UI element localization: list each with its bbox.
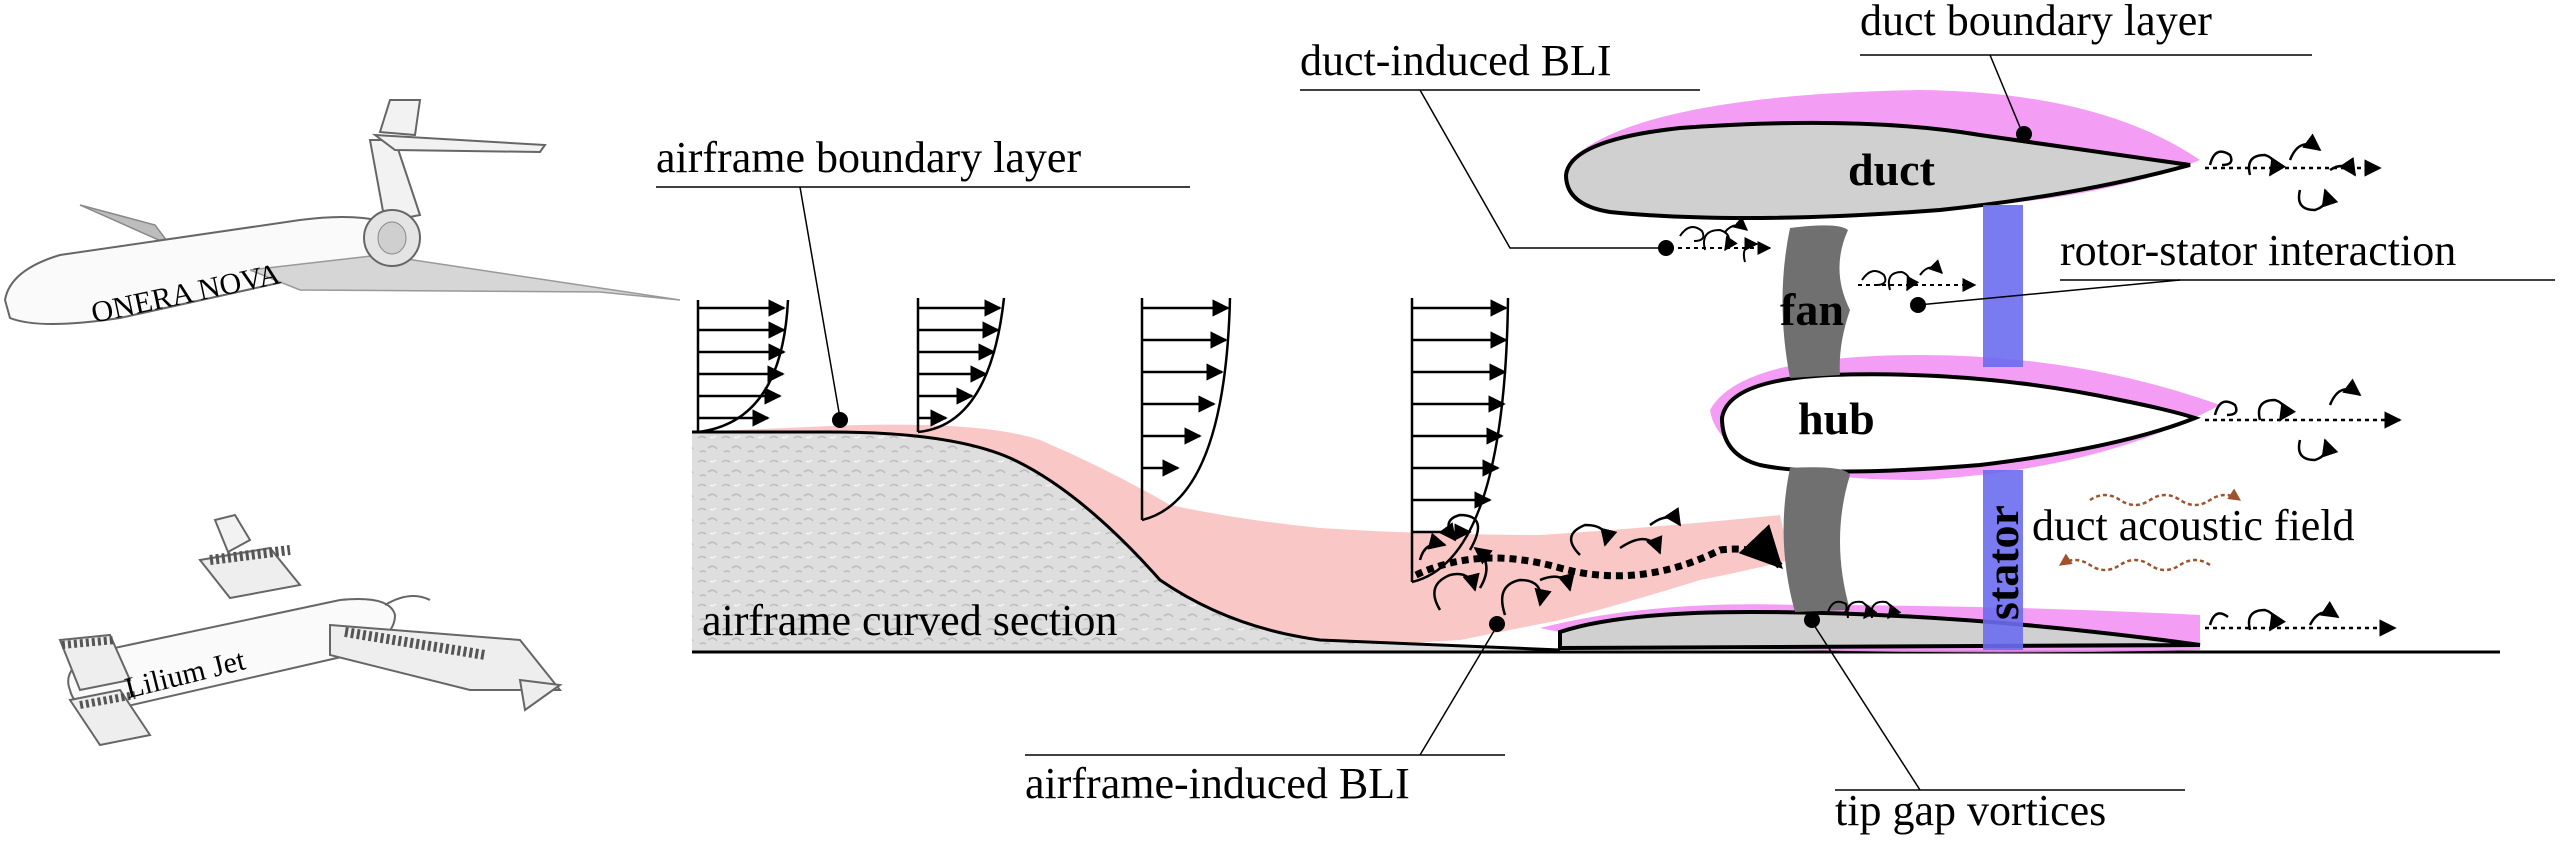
stator-vanes: stator [1977,205,2028,650]
lower-duct-airfoil [1558,609,2201,651]
hub-label: hub [1798,393,1875,444]
airframe-curved-section-label: airframe curved section [702,596,1117,645]
onera-nova-aircraft: ONERA NOVA [3,99,681,330]
airframe-boundary-layer-region [692,424,1790,650]
velocity-profile-4 [1410,297,1510,584]
duct-induced-bli-label: duct-induced BLI [1300,36,1612,85]
label-duct-induced-bli: duct-induced BLI [1300,36,1700,256]
duct-label: duct [1848,144,1936,195]
airframe-bli-main-flow-arrow [1414,524,1783,580]
wake-vortices [2205,133,2402,637]
label-duct-boundary-layer: duct boundary layer [1860,0,2312,142]
duct-acoustic-field-label: duct acoustic field [2032,501,2355,550]
airframe-boundary-layer-label: airframe boundary layer [656,133,1081,182]
tip-gap-vortices-label: tip gap vortices [1835,786,2106,835]
velocity-profile-1 [696,299,790,434]
label-duct-acoustic-field: duct acoustic field [2032,501,2355,550]
lilium-jet-aircraft: Lilium Jet [58,513,563,747]
hub-airfoil: hub [1719,372,2201,474]
airframe-induced-bli-label: airframe-induced BLI [1025,759,1410,808]
duct-airfoil: duct [1563,120,2191,221]
rotor-stator-wakes [1858,259,1977,292]
fan-blades: fan [1780,225,1850,612]
duct-acoustic-waves [2058,488,2242,572]
label-airframe-boundary-layer: airframe boundary layer [656,133,1190,428]
airframe-curved-section: airframe curved section [692,430,1561,652]
rotor-stator-interaction-label: rotor-stator interaction [2060,226,2456,275]
label-rotor-stator-interaction: rotor-stator interaction [1910,226,2555,313]
velocity-profile-3 [1140,297,1232,522]
label-airframe-induced-bli: airframe-induced BLI [1025,616,1505,808]
duct-induced-bli-vortices [1670,216,1772,263]
velocity-profile-2 [916,297,1006,434]
tip-gap-vortices [1827,600,1902,620]
duct-boundary-layer-label: duct boundary layer [1860,0,2212,45]
stator-label: stator [1977,505,2028,620]
label-tip-gap-vortices: tip gap vortices [1804,612,2185,835]
airframe-induced-bli-vortices [1418,507,1682,616]
fan-label: fan [1780,284,1844,335]
